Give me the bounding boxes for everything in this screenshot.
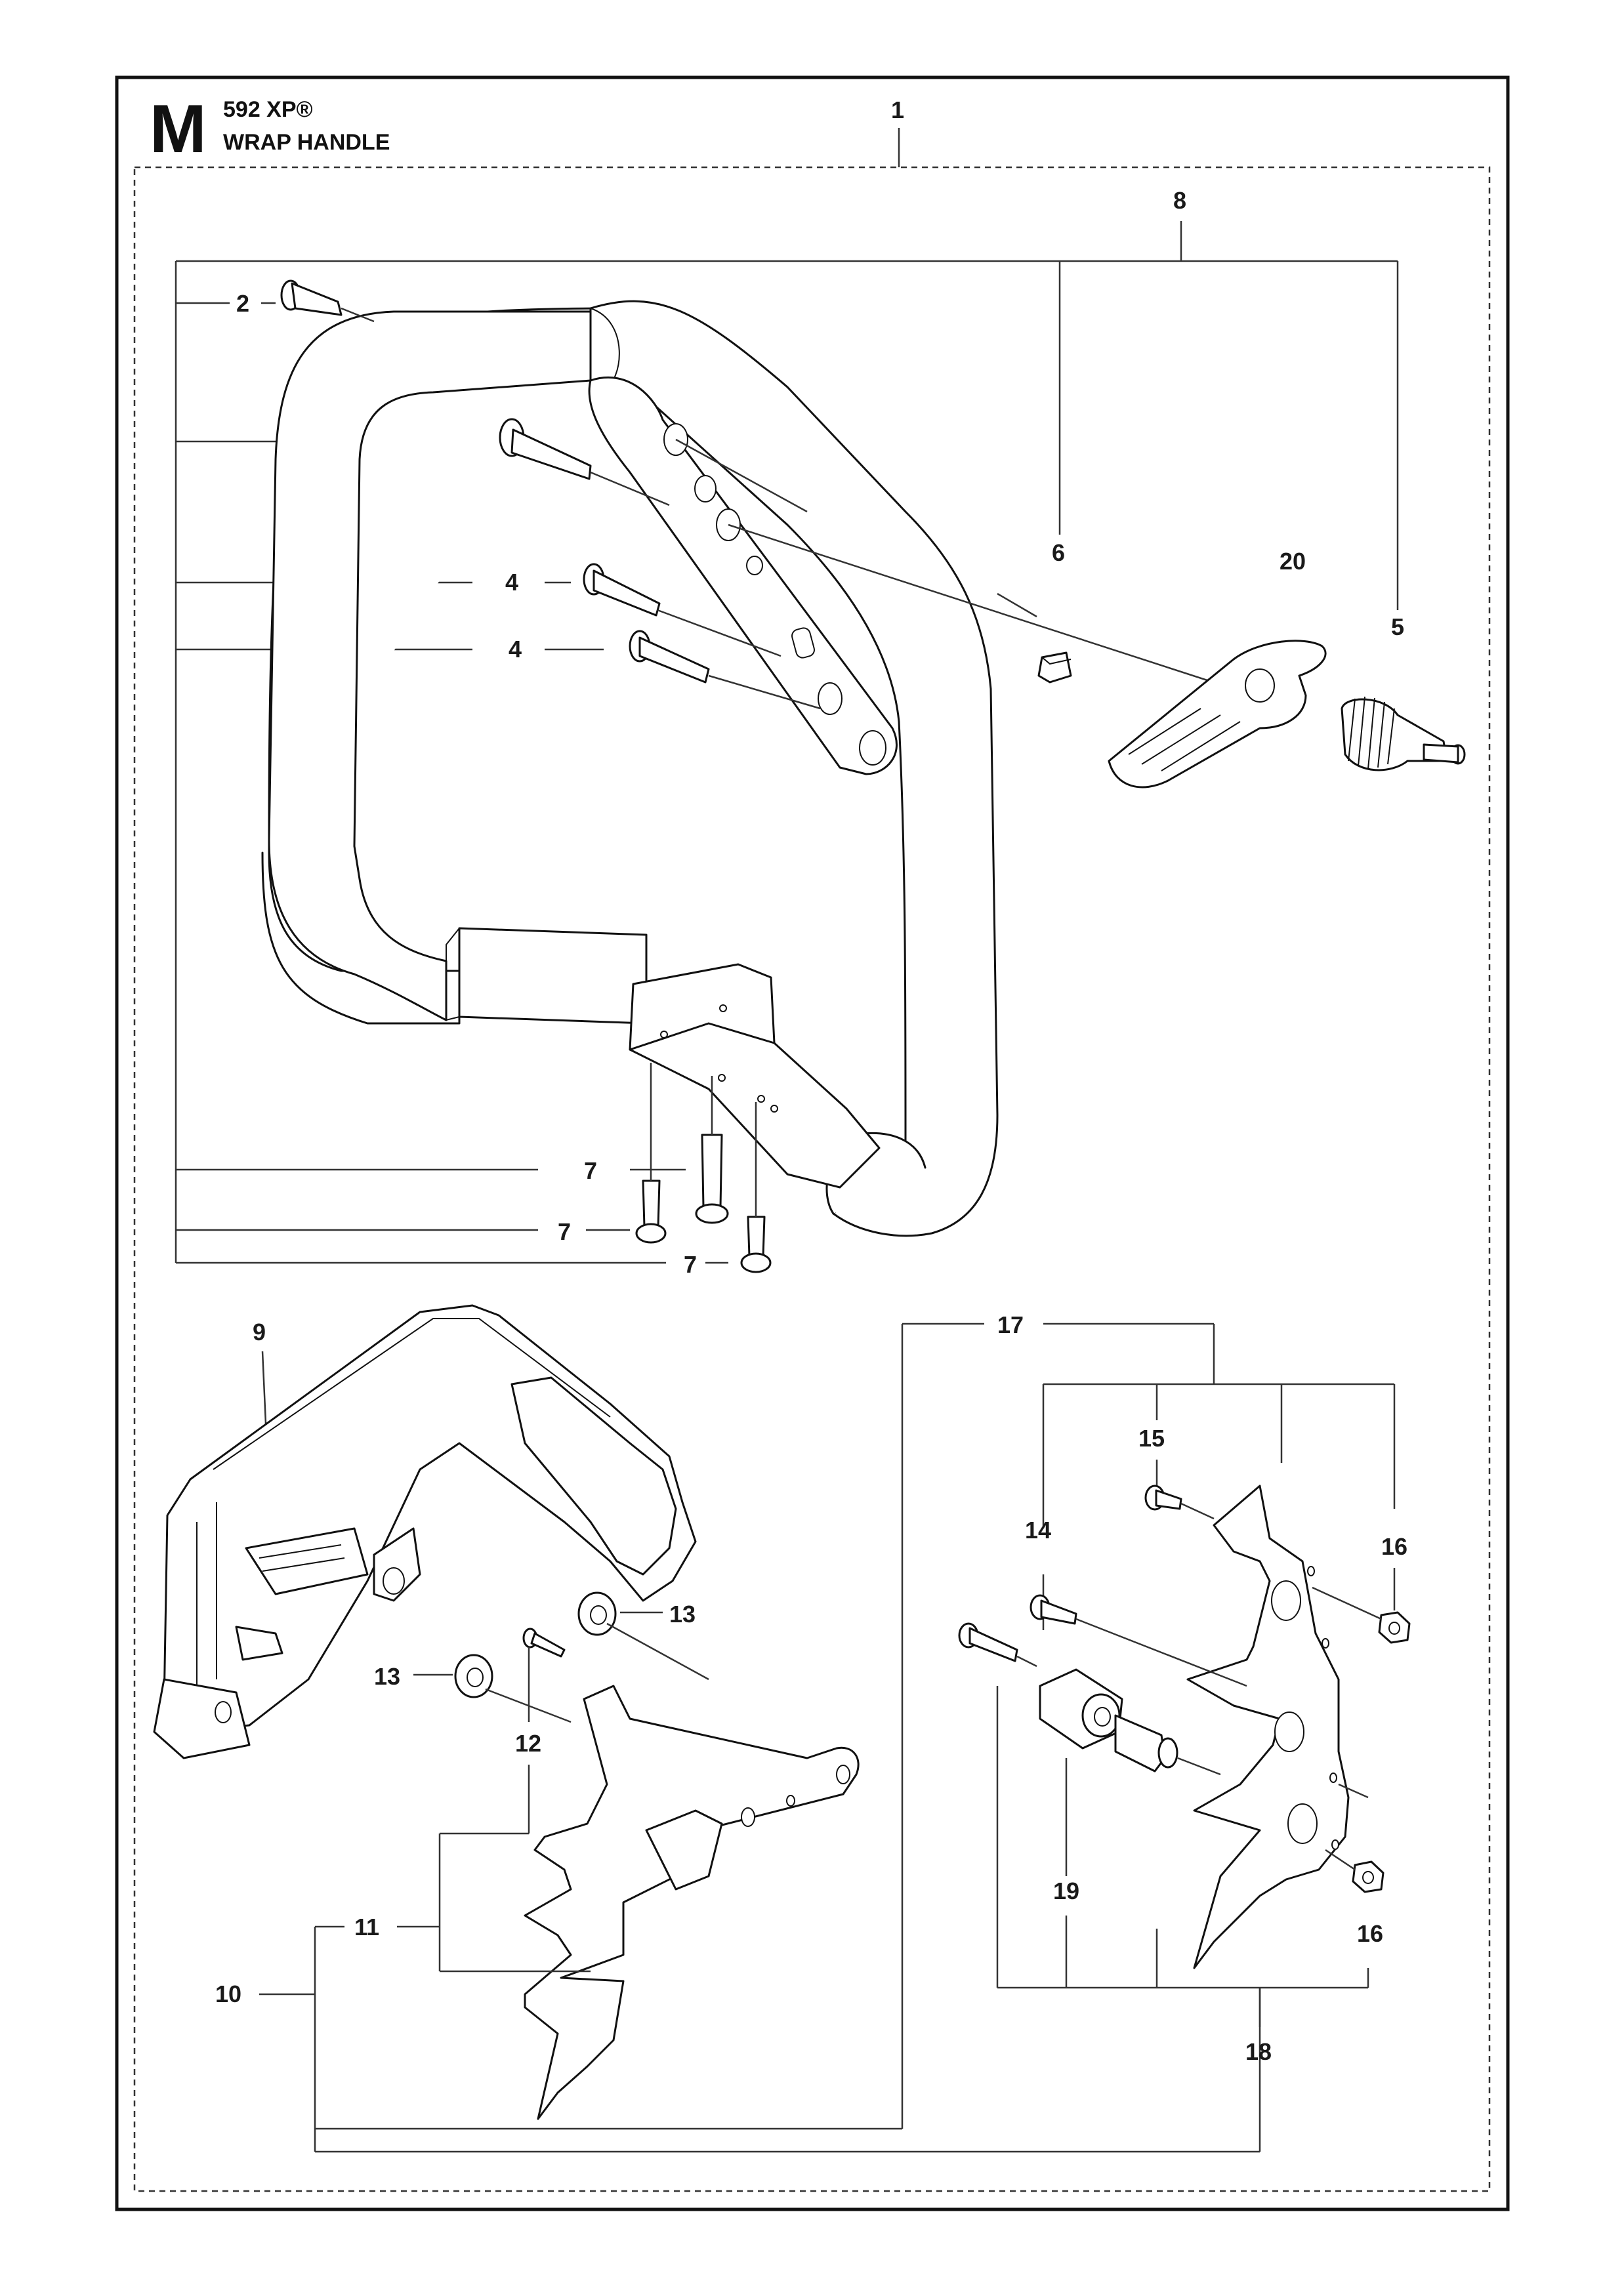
- callout-7-c: 7: [684, 1251, 697, 1278]
- model-label: 592 XP®: [223, 97, 313, 122]
- callout-7-a: 7: [584, 1157, 597, 1184]
- bolt-3: [499, 418, 670, 506]
- callout-12: 12: [515, 1730, 541, 1757]
- nut-16-upper: [1312, 1586, 1411, 1644]
- nut-13-right: [577, 1591, 709, 1681]
- callout-13-left: 13: [374, 1663, 400, 1690]
- bolt-2: [280, 279, 375, 323]
- callout-4-lower: 4: [509, 636, 522, 663]
- callout-1: 1: [891, 96, 904, 123]
- callout-16-lower: 16: [1357, 1920, 1383, 1947]
- callout-18: 18: [1245, 2038, 1272, 2065]
- callout-6: 6: [1052, 539, 1065, 566]
- callout-11: 11: [354, 1914, 379, 1940]
- callout-15: 15: [1138, 1425, 1165, 1452]
- leader-lines-group-17: [1042, 1322, 1396, 1630]
- callout-8: 8: [1173, 187, 1186, 214]
- screw-7-a: [695, 1076, 729, 1224]
- callout-17: 17: [997, 1311, 1024, 1338]
- callout-16-upper: 16: [1381, 1533, 1407, 1560]
- handle-bracket-20: [1108, 640, 1327, 789]
- nut-13-left: [454, 1654, 572, 1723]
- square-nut-6: [1037, 651, 1072, 684]
- rubber-buffer-5: [1341, 696, 1466, 771]
- bumper-spike-18: [1186, 1485, 1369, 1969]
- upper-mount-plate: [588, 376, 898, 775]
- lower-mount-bracket: [629, 963, 881, 1189]
- bolt-14: [1030, 1594, 1247, 1687]
- leader-lines-group-10-11: [259, 1322, 1261, 2153]
- dashed-assembly-frame: [133, 166, 1491, 2192]
- callout-20: 20: [1280, 548, 1306, 575]
- callout-5: 5: [1391, 613, 1404, 640]
- bolt-4-lower: [629, 630, 821, 710]
- bumper-spike-11: [524, 1685, 860, 2120]
- leader-lines-group-18: [996, 1686, 1369, 2027]
- callout-4-upper: 4: [505, 569, 518, 596]
- callout-10: 10: [215, 1980, 241, 2007]
- callout-7-b: 7: [558, 1218, 571, 1245]
- screw-15: [1144, 1485, 1215, 1520]
- page-title: WRAP HANDLE: [223, 130, 390, 155]
- callout-13-right: 13: [669, 1601, 696, 1628]
- screw-7-c: [740, 1102, 772, 1273]
- bolt-long: [958, 1622, 1037, 1668]
- outer-frame: [115, 75, 1510, 2211]
- callout-19: 19: [1053, 1877, 1079, 1904]
- clutch-cover-9: [153, 1304, 697, 1759]
- callout-2: 2: [236, 290, 249, 317]
- spacer-19: [1039, 1668, 1221, 1776]
- callout-9: 9: [253, 1319, 266, 1345]
- screw-7-b: [635, 1063, 667, 1244]
- section-letter: M: [150, 91, 207, 167]
- callout-14: 14: [1025, 1517, 1051, 1544]
- screw-12: [522, 1628, 566, 1722]
- nut-16-lower: [1325, 1849, 1385, 1893]
- bolt-4-upper: [583, 563, 781, 657]
